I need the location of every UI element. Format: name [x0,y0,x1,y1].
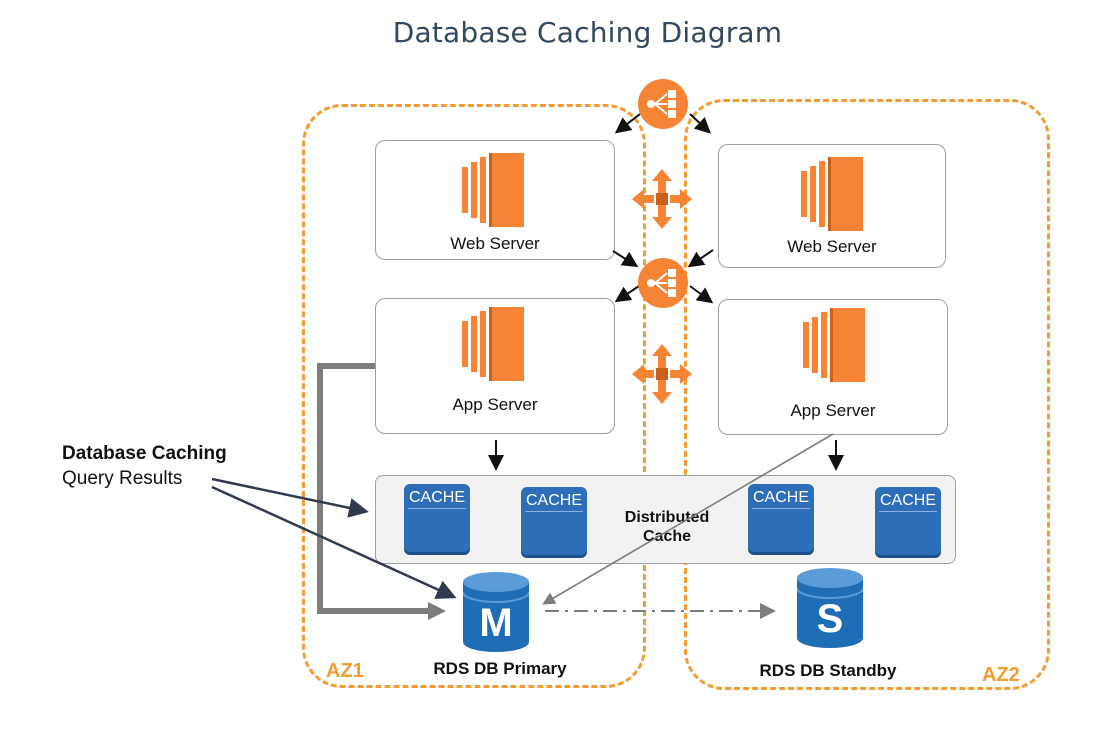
load-balancer-icon [638,258,688,308]
arrow-app-az2-to-db-primary [542,433,834,605]
zone-az1-label: AZ1 [326,660,364,682]
svg-text:S: S [817,597,844,641]
database-icon: S [797,568,863,648]
zone-az2-label: AZ2 [982,664,1020,686]
auto-scaling-icon [632,344,692,404]
database-icon: M [463,572,529,652]
ec2-instance-icon [801,157,863,231]
ec2-instance-icon [462,307,524,381]
distributed-cache-label: Distributed Cache [624,509,710,545]
rds-db-primary-label: RDS DB Primary [433,659,567,678]
arrow-web-az1-to-lb [612,250,639,268]
arrow-lb-to-app-az1 [614,285,640,303]
app-server-az1[interactable]: App Server [375,298,615,434]
callout-subtitle: Query Results [62,468,183,489]
app-server-az2[interactable]: App Server [718,299,948,435]
cache-node-icon: CACHE [748,484,814,552]
auto-scaling-icon [632,169,692,229]
cache-node-icon: CACHE [404,484,470,552]
arrow-lb-to-web-az2 [689,113,711,134]
ec2-instance-icon [803,308,865,382]
app-server-label: App Server [790,401,876,420]
web-server-label: Web Server [450,234,540,253]
web-server-az1[interactable]: Web Server [375,140,615,260]
rds-db-standby-label: RDS DB Standby [759,661,897,680]
arrow-web-az2-to-lb [687,249,714,268]
arrow-lb-to-app-az2 [689,285,714,304]
zone-az2 [684,99,1050,690]
cache-node-icon: CACHE [521,487,587,555]
callout-arrow-to-db [211,485,457,599]
diagram-title: Database Caching Diagram [392,16,783,49]
svg-text:M: M [479,601,512,645]
callout-arrow-to-cache [211,477,369,518]
arrow-lb-to-web-az1 [614,113,641,134]
callout-title: Database Caching [62,443,227,464]
load-balancer-icon [638,79,688,129]
web-server-label: Web Server [787,237,877,256]
web-server-az2[interactable]: Web Server [718,144,946,268]
app-server-label: App Server [452,395,538,414]
cache-node-icon: CACHE [875,487,941,555]
distributed-cache-region[interactable] [375,475,956,564]
zone-az1 [302,104,646,688]
app-to-db-path [317,363,428,614]
ec2-instance-icon [462,153,524,227]
